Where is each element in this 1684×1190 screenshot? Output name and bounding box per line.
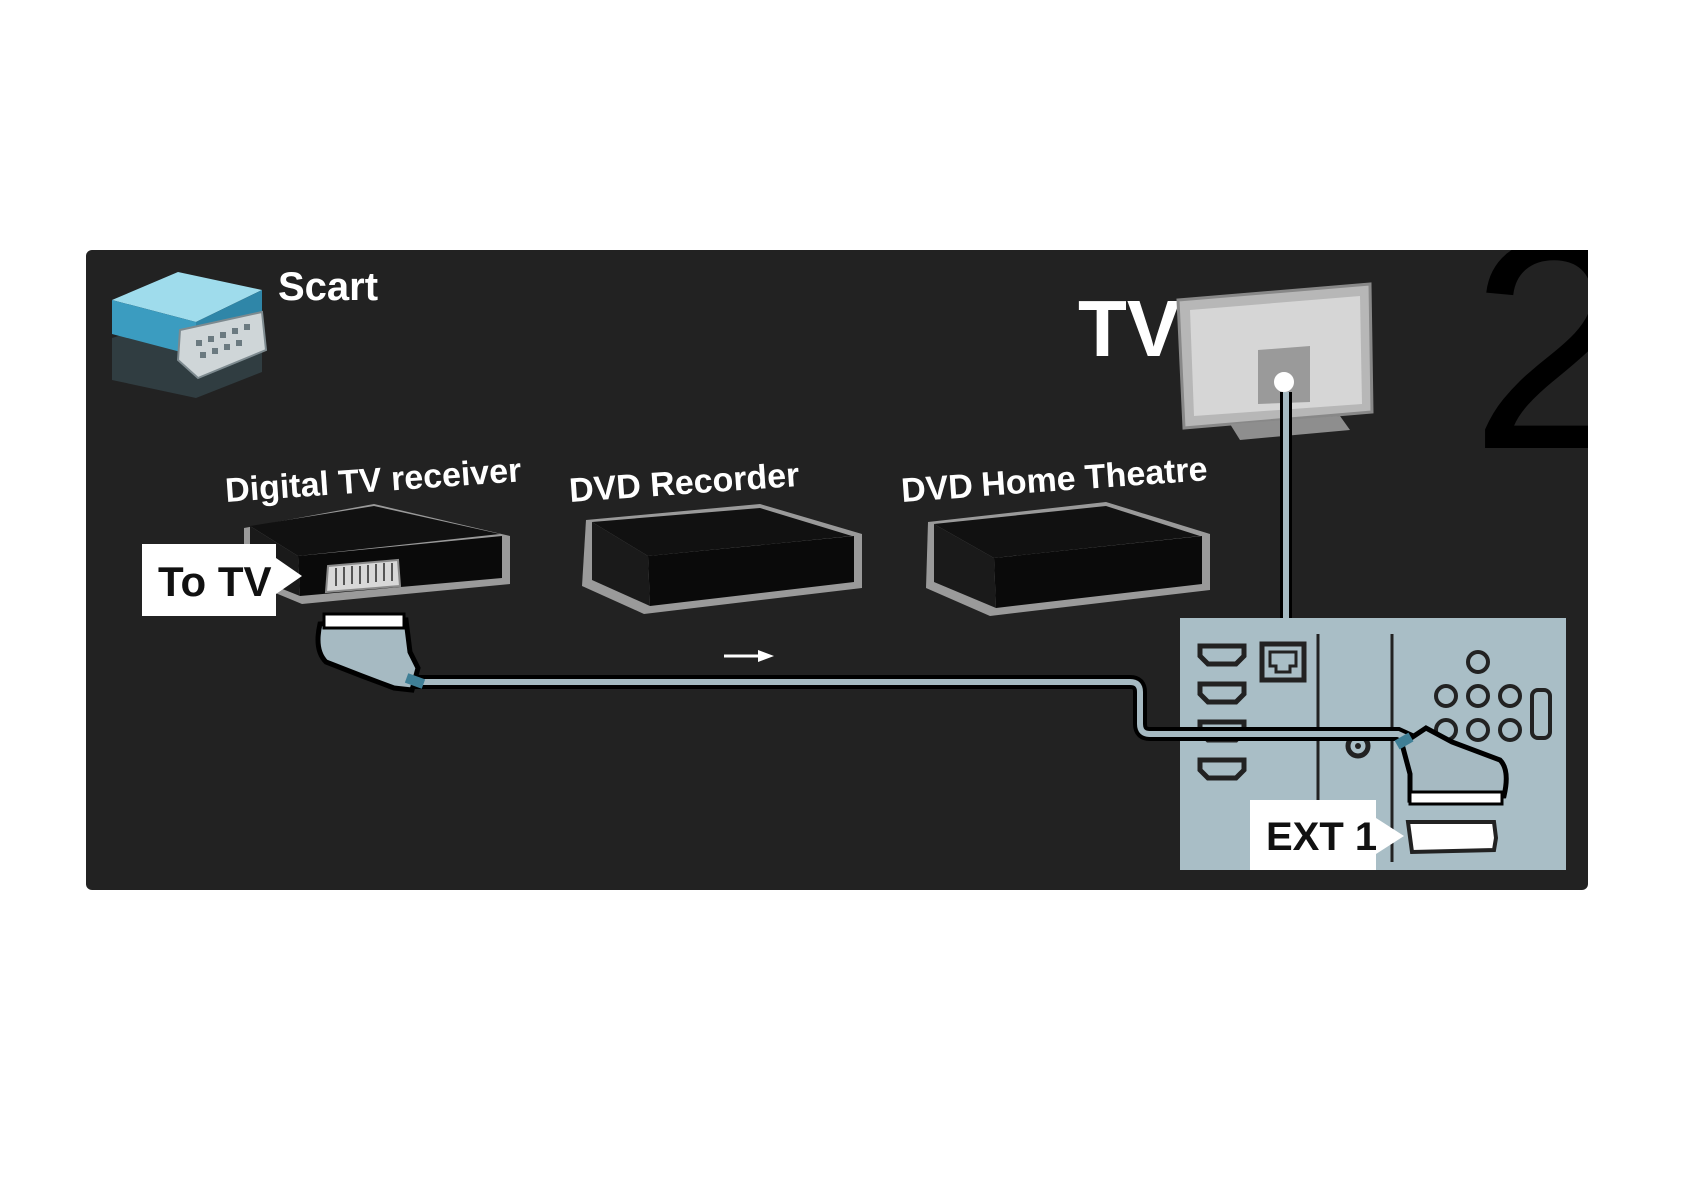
device-label-theatre-a: DVD bbox=[900, 467, 974, 510]
ext1-scart-port-icon bbox=[1405, 820, 1499, 855]
connector-label: Scart bbox=[278, 265, 378, 309]
device-label-tv: TV bbox=[1078, 284, 1180, 373]
ext1-label: EXT 1 bbox=[1266, 815, 1377, 859]
scart-port-icon bbox=[324, 558, 402, 594]
to-tv-callout: To TV bbox=[142, 544, 302, 616]
to-tv-label: To TV bbox=[158, 558, 272, 605]
digital-tv-receiver-device bbox=[244, 504, 510, 604]
hdmi-port-icon bbox=[1197, 643, 1247, 781]
scart-connector-icon bbox=[112, 272, 268, 398]
dvd-recorder-device bbox=[582, 504, 862, 614]
scart-cable bbox=[315, 612, 1509, 806]
signal-direction-arrow bbox=[724, 650, 774, 662]
network-port-icon bbox=[1259, 641, 1307, 683]
component-ports-icon bbox=[1434, 650, 1552, 742]
step-number: 2 bbox=[1470, 176, 1637, 512]
dvd-home-theatre-device bbox=[926, 502, 1210, 616]
ext1-callout: EXT 1 bbox=[1250, 800, 1404, 870]
